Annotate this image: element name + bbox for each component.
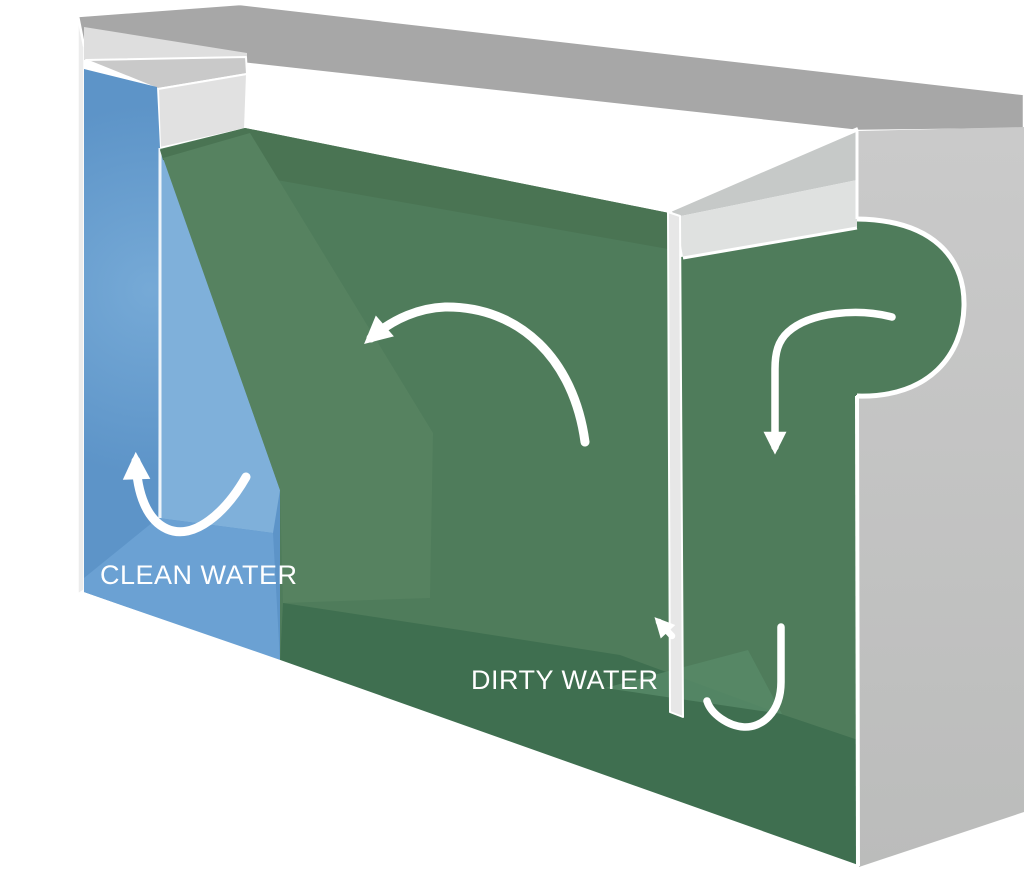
dirty-water-bottom-face <box>280 603 858 866</box>
dirty-water-body <box>160 128 964 866</box>
dirty-water-label: DIRTY WATER <box>471 665 659 695</box>
into-chamber-arrow <box>654 617 676 640</box>
dirty-water-sloped-wedge <box>163 133 433 603</box>
baffle-plate-front-face <box>676 180 857 257</box>
clean-water-floor-facet <box>84 518 280 661</box>
front-right-cut-edge <box>855 395 860 867</box>
clean-water-label: CLEAN WATER <box>100 560 298 590</box>
inlet-flow-arrow <box>763 308 896 455</box>
clean-water-rise-arrow <box>122 451 251 537</box>
dirty-water-bottom-facet <box>605 650 782 714</box>
outlet-weir-box <box>85 56 248 149</box>
under-baffle-arrow <box>703 623 785 731</box>
plate-top-edge <box>667 127 859 213</box>
inlet-baffle-plate <box>667 127 859 260</box>
dirty-water-surface-band <box>160 128 674 250</box>
inlet-pipe-bulge <box>856 216 967 399</box>
tank-bottom-edge <box>79 591 859 869</box>
plate-bottom-edge <box>682 226 858 260</box>
circulation-arrow <box>364 302 590 447</box>
tank-left-wall <box>77 14 85 596</box>
clean-water-sloped-facet <box>158 150 280 533</box>
back-wall-band <box>84 27 247 62</box>
inlet-baffle-wall <box>667 211 684 718</box>
